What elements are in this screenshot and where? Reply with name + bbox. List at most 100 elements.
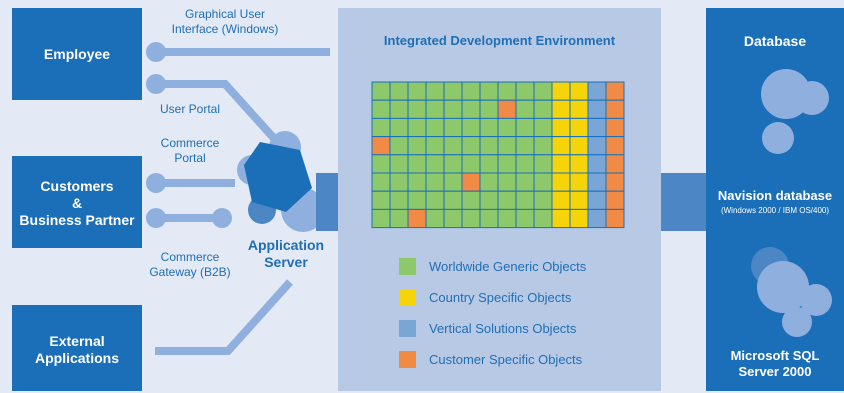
grid-cell	[479, 172, 499, 192]
grid-cell	[533, 99, 553, 119]
grid-cell	[515, 208, 535, 229]
grid-cell	[443, 136, 463, 156]
legend-label-customer: Customer Specific Objects	[429, 352, 583, 367]
grid-cell	[371, 190, 391, 210]
connector-end-circles	[146, 42, 232, 228]
grid-cell	[569, 81, 589, 101]
grid-cell	[371, 154, 391, 174]
grid-cell	[479, 99, 499, 119]
legend-swatch-country	[399, 289, 416, 306]
grid-cell	[479, 208, 499, 229]
grid-cell	[533, 190, 553, 210]
employee-box	[12, 8, 142, 100]
grid-cell	[389, 117, 409, 138]
app-server-label-line2: Server	[264, 254, 308, 270]
grid-cell	[407, 136, 427, 156]
grid-cell	[389, 172, 409, 192]
grid-cell	[461, 117, 481, 138]
commerce-portal-label-line2: Portal	[174, 151, 206, 165]
sql-server-icon	[751, 247, 832, 337]
grid-cell	[533, 208, 553, 229]
grid-cell	[569, 117, 589, 138]
grid-cell	[389, 208, 409, 229]
gui-label-line2: Interface (Windows)	[171, 22, 279, 36]
grid-cell	[425, 190, 445, 210]
grid-cell	[479, 81, 499, 101]
legend-label-country: Country Specific Objects	[429, 290, 572, 305]
grid-cell	[461, 208, 481, 229]
grid-cell	[515, 172, 535, 192]
grid-cell	[551, 190, 571, 210]
grid-cell	[587, 81, 607, 101]
commerce-portal-label-line1: Commerce	[160, 136, 220, 150]
external-connector-line	[155, 279, 293, 355]
customers-label-line2: &	[71, 195, 83, 211]
employee-label: Employee	[43, 46, 111, 62]
grid-cell	[497, 172, 517, 192]
legend-label-worldwide: Worldwide Generic Objects	[429, 259, 587, 274]
grid-cell	[551, 208, 571, 229]
grid-cell	[515, 99, 535, 119]
external-label-line1: External	[49, 333, 105, 349]
grid-cell	[515, 190, 535, 210]
grid-cell	[605, 81, 625, 101]
app-server-label-line1: Application	[247, 237, 325, 253]
grid-cell	[389, 154, 409, 174]
grid-cell	[515, 81, 535, 101]
application-server-icon	[237, 131, 325, 232]
customers-box	[12, 156, 142, 248]
navision-database-title: Navision database	[717, 188, 833, 203]
grid-cell	[425, 136, 445, 156]
grid-cell	[425, 117, 445, 138]
grid-cell	[605, 99, 625, 119]
grid-cell	[533, 136, 553, 156]
user-portal-label: User Portal	[159, 102, 221, 116]
grid-cell	[371, 136, 391, 156]
grid-cell	[407, 154, 427, 174]
ide-database-bridge	[661, 173, 706, 231]
grid-cell	[569, 99, 589, 119]
grid-cell	[515, 154, 535, 174]
sql-server-label-line2: Server 2000	[738, 364, 812, 379]
grid-cell	[443, 190, 463, 210]
grid-cell	[371, 99, 391, 119]
grid-cell	[371, 172, 391, 192]
grid-cell	[533, 117, 553, 138]
legend-swatch-vertical	[399, 320, 416, 337]
grid-cell	[497, 99, 517, 119]
grid-cell	[569, 136, 589, 156]
grid-cell	[407, 208, 427, 229]
connector-lines	[155, 48, 330, 355]
grid-cell	[533, 172, 553, 192]
customers-label-line3: Business Partner	[19, 212, 135, 228]
grid-cell	[389, 136, 409, 156]
legend-swatch-customer	[399, 351, 416, 368]
grid-cell	[497, 81, 517, 101]
grid-cell	[461, 136, 481, 156]
sql-server-label-line1: Microsoft SQL	[730, 348, 820, 363]
grid-cell	[371, 117, 391, 138]
legend-label-vertical: Vertical Solutions Objects	[429, 321, 577, 336]
grid-cell	[407, 190, 427, 210]
grid-cell	[443, 172, 463, 192]
grid-cell	[605, 136, 625, 156]
grid-cell	[587, 190, 607, 210]
grid-cell	[551, 81, 571, 101]
object-grid	[371, 81, 625, 229]
grid-cell	[443, 208, 463, 229]
grid-cell	[569, 190, 589, 210]
grid-cell	[587, 208, 607, 229]
ide-title: Integrated Development Environment	[383, 33, 616, 48]
grid-cell	[425, 99, 445, 119]
user-portal-connector-line	[155, 80, 283, 148]
grid-cell	[479, 136, 499, 156]
grid-cell	[497, 190, 517, 210]
grid-cell	[605, 154, 625, 174]
grid-cell	[425, 208, 445, 229]
grid-cell	[587, 154, 607, 174]
grid-cell	[371, 81, 391, 101]
user-portal-connector-end	[146, 74, 166, 94]
grid-cell	[443, 117, 463, 138]
